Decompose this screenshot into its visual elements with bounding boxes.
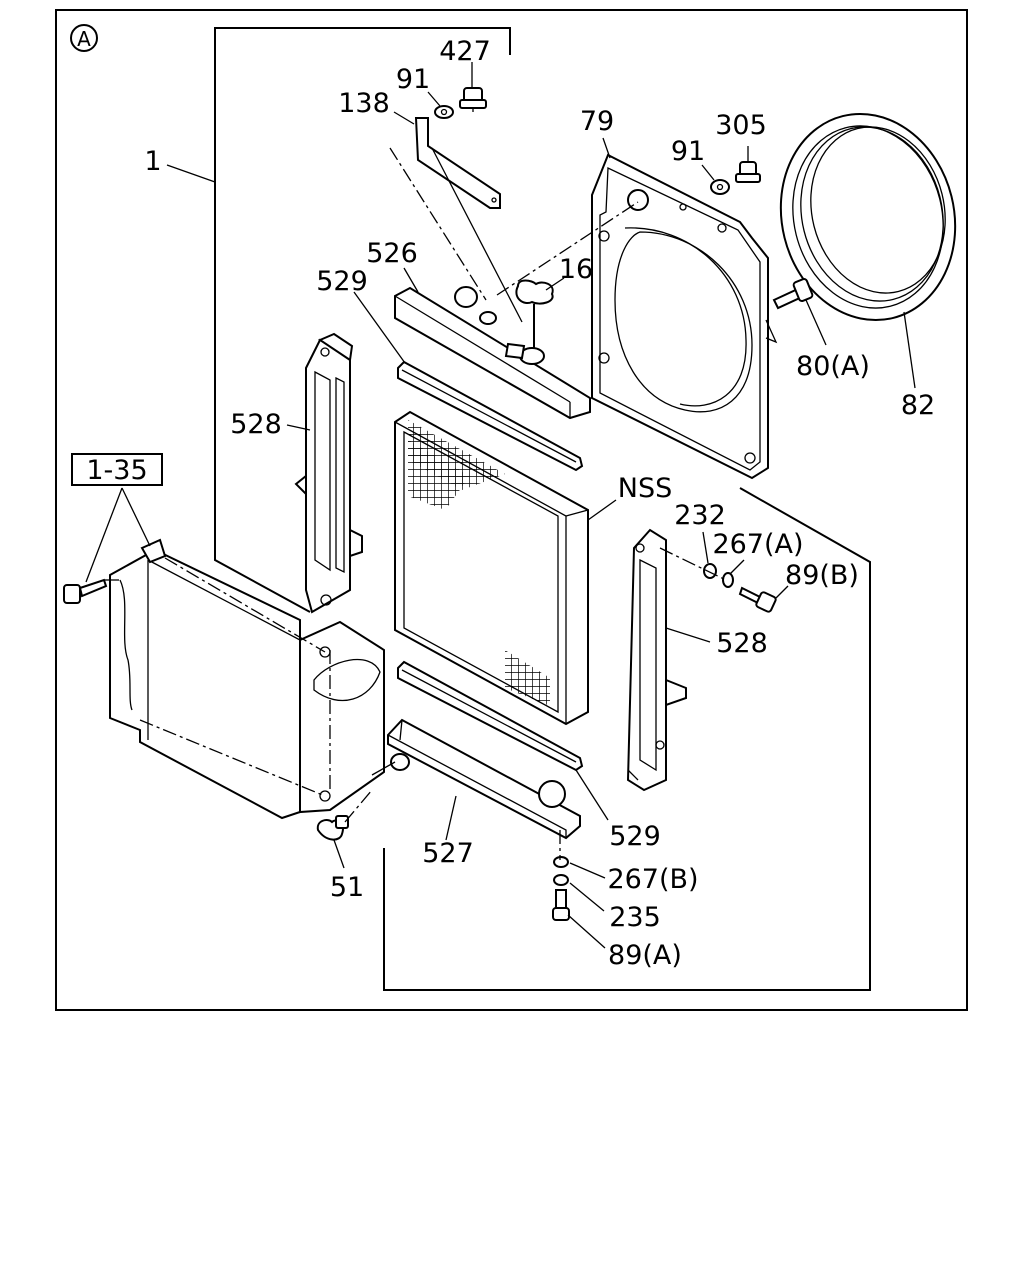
washer-267A <box>722 572 734 588</box>
callout-82: 82 <box>901 390 935 421</box>
bolt-89B <box>738 586 777 613</box>
callout-427: 427 <box>439 36 491 67</box>
radiator-assembly-1-35 <box>109 538 385 820</box>
assembly-bracket-1 <box>214 27 511 178</box>
bolt-80A <box>772 278 814 310</box>
washer-267B <box>553 856 569 868</box>
callout-leader-1 <box>166 164 216 183</box>
callout-79: 79 <box>580 106 614 137</box>
callout-526: 526 <box>366 238 418 269</box>
callout-89B: 89(B) <box>785 560 859 591</box>
callout-91-top: 91 <box>396 64 430 95</box>
callout-91-right: 91 <box>671 136 705 167</box>
callout-16: 16 <box>559 254 593 285</box>
washer-235 <box>553 874 569 886</box>
callout-138: 138 <box>338 88 390 119</box>
callout-527: 527 <box>422 838 474 869</box>
drain-cock-51 <box>316 815 349 841</box>
callout-89A: 89(A) <box>608 940 682 971</box>
side-member-528-right <box>626 528 687 792</box>
callout-267B: 267(B) <box>607 864 698 895</box>
callout-box-1-35 <box>71 453 163 486</box>
callout-1: 1 <box>144 146 161 177</box>
fan-shroud-79 <box>591 153 778 480</box>
lower-tank-527 <box>387 718 581 840</box>
callout-80A: 80(A) <box>796 351 870 382</box>
stay-bracket-138 <box>414 117 501 209</box>
assembly-bracket-lower <box>383 487 871 991</box>
bolt-89A <box>552 889 570 921</box>
washer-91-right <box>710 179 730 195</box>
radiator-core-nss <box>394 410 589 726</box>
callout-529-upper: 529 <box>316 266 368 297</box>
shroud-ring-82 <box>779 112 957 322</box>
assembly-bracket-1-lower <box>214 178 311 613</box>
diagram-frame <box>55 9 968 1011</box>
callout-nss: NSS <box>618 473 672 504</box>
bolt-1-35 <box>63 578 108 604</box>
callout-51: 51 <box>330 872 364 903</box>
callout-529-lower: 529 <box>609 821 661 852</box>
radiator-cap-16 <box>515 279 554 352</box>
callout-528-right: 528 <box>716 628 768 659</box>
bolt-305 <box>735 161 761 183</box>
side-member-528-left <box>294 332 363 614</box>
callout-235: 235 <box>609 902 661 933</box>
callout-305: 305 <box>715 110 767 141</box>
callout-528-left: 528 <box>230 409 282 440</box>
callout-232: 232 <box>674 500 726 531</box>
callout-1-35: 1-35 <box>86 455 147 486</box>
view-marker: A <box>70 24 98 52</box>
collar-232 <box>703 563 717 579</box>
washer-91-top <box>434 105 454 119</box>
gasket-529-lower <box>397 660 584 772</box>
callout-267A: 267(A) <box>712 529 803 560</box>
bolt-427 <box>459 87 487 112</box>
view-marker-label: A <box>77 27 91 51</box>
upper-tank-526 <box>394 286 591 420</box>
